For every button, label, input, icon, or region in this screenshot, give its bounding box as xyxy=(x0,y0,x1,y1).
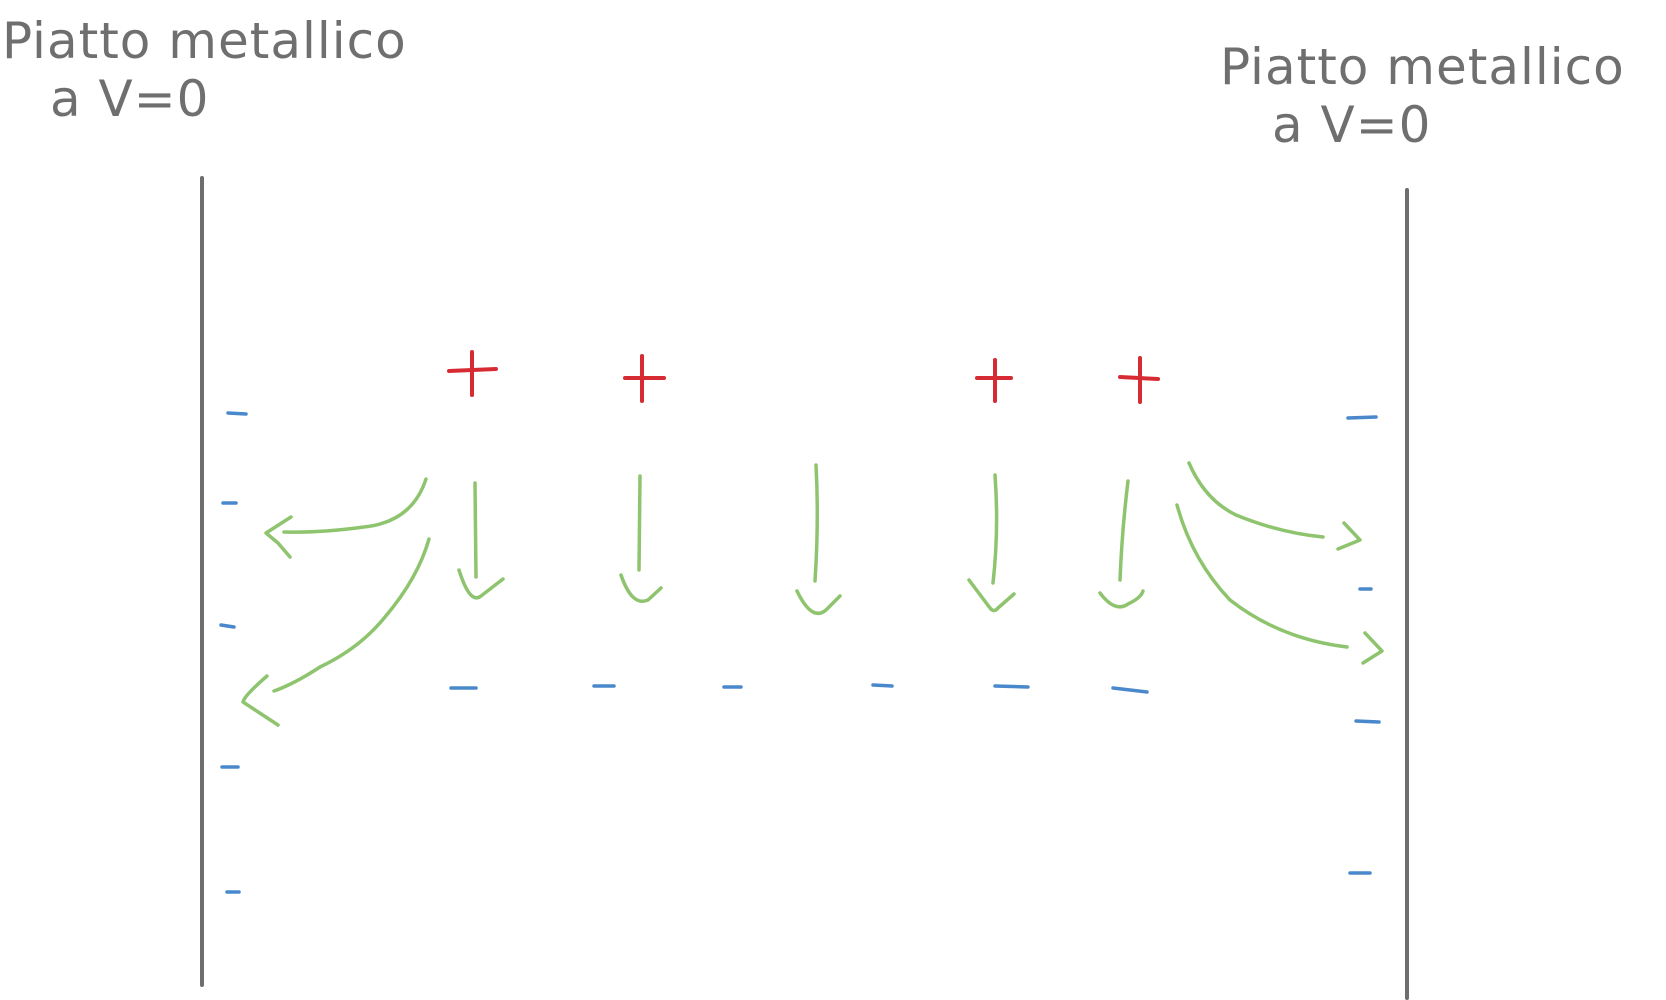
field-line-arrow xyxy=(967,473,1016,613)
right-plate-negative-charge xyxy=(1354,719,1381,724)
right-plate-label-line1: Piatto metallico xyxy=(1220,38,1625,96)
field-line-arrow xyxy=(264,477,428,559)
left-plate-label: Piatto metallico a V=0 xyxy=(2,12,407,128)
left-plate-label-line1: Piatto metallico xyxy=(2,12,407,70)
field-line-arrow xyxy=(1187,461,1362,551)
positive-charge xyxy=(975,358,1013,403)
left-plate-negative-charge xyxy=(219,623,236,629)
negative-charge xyxy=(871,683,894,688)
field-line-arrow xyxy=(795,463,842,616)
positive-charge xyxy=(1118,356,1160,404)
left-plate-label-line2: a V=0 xyxy=(50,70,210,128)
positive-charge xyxy=(623,354,666,403)
field-line-arrow xyxy=(1098,479,1145,609)
right-plate-negative-charge xyxy=(1346,415,1378,420)
field-line-arrow xyxy=(241,537,431,727)
right-plate-label-line2: a V=0 xyxy=(1272,96,1432,154)
negative-charge xyxy=(993,684,1030,689)
right-plate-label: Piatto metallico a V=0 xyxy=(1220,38,1625,154)
negative-charge xyxy=(1111,686,1149,694)
field-line-arrow xyxy=(457,481,505,600)
field-line-arrow xyxy=(619,474,663,603)
left-plate-negative-charge xyxy=(226,411,248,416)
field-line-arrow xyxy=(1175,503,1384,665)
positive-charge xyxy=(447,350,498,397)
